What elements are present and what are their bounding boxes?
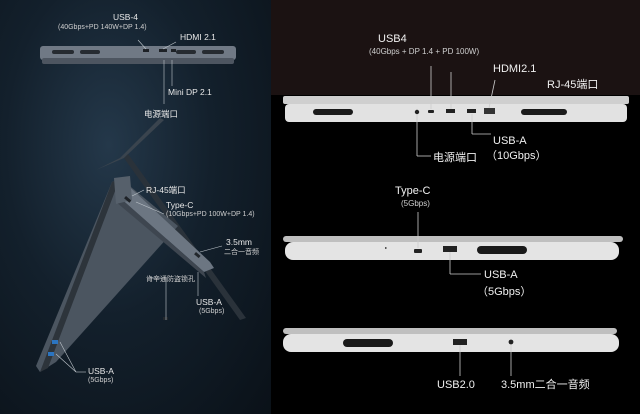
typec-label: Type-C: [166, 200, 194, 210]
typec-spec-label-right: (5Gbps): [401, 199, 430, 208]
usba-side-label: USB-A: [484, 269, 518, 281]
kensington-lock-label: 肯辛通防盗锁孔: [146, 276, 195, 283]
power-port-label: 电源端口: [144, 109, 179, 119]
typec-label-right: Type-C: [395, 185, 431, 197]
audio-size-label: 3.5mm: [226, 237, 252, 247]
usba-label-right: USB-A: [493, 135, 527, 147]
back-view-laptop: [283, 96, 629, 122]
rj45-label-right: RJ-45端口: [547, 79, 599, 91]
power-port-label-right: 电源端口: [433, 152, 477, 164]
usba-side-spec-label: （5Gbps）: [477, 286, 532, 298]
usba-left-label: USB-A: [88, 366, 114, 376]
typec-spec-label: (10Gbps+PD 100W+DP 1.4): [166, 211, 255, 218]
hdmi-label-right: HDMI2.1: [493, 63, 537, 75]
usb2-label: USB2.0: [437, 379, 475, 391]
usba-right-label: USB-A: [196, 297, 222, 307]
rj45-label: RJ-45端口: [146, 185, 186, 195]
top-view-laptop: [40, 46, 236, 64]
left-panel: USB-4 (40Gbps+PD 140W+DP 1.4) HDMI 2.1 M…: [0, 0, 271, 414]
hdmi-label: HDMI 2.1: [180, 32, 216, 42]
usb4-spec-label-right: (40Gbps + DP 1.4 + PD 100W): [369, 47, 480, 56]
audio-jack-label: 3.5mm二合一音频: [501, 379, 590, 391]
right-panel: USB4 (40Gbps + DP 1.4 + PD 100W) HDMI2.1…: [271, 0, 640, 414]
usba-spec-label-right: （10Gbps）: [486, 150, 547, 162]
usb4-label-right: USB4: [378, 33, 407, 45]
back-view-leaders: [416, 66, 496, 157]
side-view-1-laptop: [283, 236, 623, 260]
side-view-1-leaders: [417, 212, 481, 275]
angled-leaders: [55, 189, 223, 373]
right-top-band: [271, 0, 640, 95]
usba-left-spec-label: (5Gbps): [88, 377, 114, 384]
audio-type-label: 二合一音频: [224, 249, 259, 256]
side-view-2-leaders: [459, 345, 512, 376]
angled-laptop: [36, 118, 246, 372]
usba-right-spec-label: (5Gbps): [199, 308, 225, 315]
right-illustration: [283, 66, 629, 376]
side-view-2-laptop: [283, 328, 619, 352]
usb4-spec-label: (40Gbps+PD 140W+DP 1.4): [58, 24, 147, 31]
usb4-label: USB-4: [113, 12, 139, 22]
left-illustration: [36, 39, 246, 373]
top-view-leaders: [137, 39, 177, 104]
minidp-label: Mini DP 2.1: [168, 87, 212, 97]
